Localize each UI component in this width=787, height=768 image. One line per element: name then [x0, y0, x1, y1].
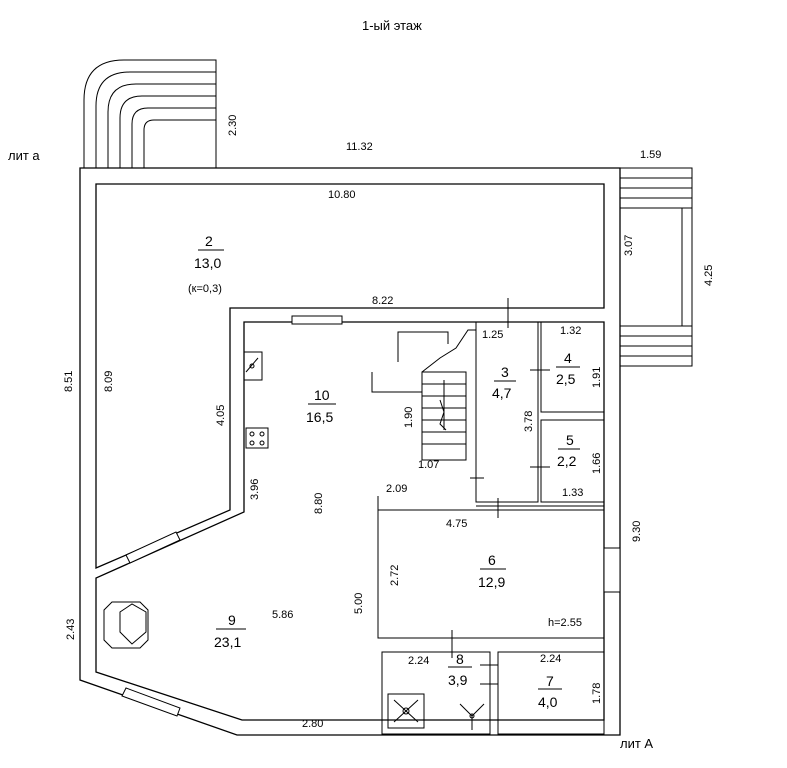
outer-walls [79, 167, 621, 736]
dim-10-80: 10.80 [328, 189, 356, 201]
windows [121, 315, 621, 717]
fireplace-icon [103, 601, 149, 649]
dim-1-91: 1.91 [591, 367, 603, 388]
label-lit-a-small: лит а [8, 148, 40, 163]
dim-1-66: 1.66 [591, 453, 603, 474]
dim-8-51: 8.51 [63, 371, 75, 392]
dim-5-86: 5.86 [272, 609, 293, 621]
dim-2-24-left: 2.24 [408, 655, 429, 667]
left-porch-steps [83, 59, 217, 168]
dim-1-78: 1.78 [591, 683, 603, 704]
room-3-area: 4,7 [492, 385, 512, 401]
fan-icon [459, 703, 485, 730]
dim-2-24-right: 2.24 [540, 653, 561, 665]
right-porch-steps [620, 167, 693, 367]
room-2-number: 2 [205, 233, 213, 249]
dim-4-05: 4.05 [215, 405, 227, 426]
stove-icon [245, 427, 269, 449]
dim-8-22: 8.22 [372, 295, 393, 307]
room-4-area: 2,5 [556, 371, 576, 387]
staircase [371, 329, 476, 461]
dim-1-59: 1.59 [640, 149, 661, 161]
room-9-area: 23,1 [214, 634, 241, 650]
sink-icon [243, 351, 263, 381]
dim-2-09: 2.09 [386, 483, 407, 495]
dim-5-00: 5.00 [353, 593, 365, 614]
room-4-number: 4 [564, 350, 572, 366]
room-5-area: 2,2 [557, 453, 577, 469]
dim-2-80: 2.80 [302, 718, 323, 730]
dim-1-07: 1.07 [418, 459, 439, 471]
dim-3-78: 3.78 [523, 411, 535, 432]
fixtures [103, 351, 485, 730]
room-7-number: 7 [546, 673, 554, 689]
dim-4-75: 4.75 [446, 518, 467, 530]
dim-3-07: 3.07 [623, 235, 635, 256]
dim-1-32: 1.32 [560, 325, 581, 337]
room-2-note: (к=0,3) [188, 283, 222, 295]
room-3-number: 3 [501, 364, 509, 380]
room-5-number: 5 [566, 432, 574, 448]
dim-11-32: 11.32 [346, 141, 373, 153]
label-lit-a-capital: лит А [620, 736, 653, 751]
dim-2-72: 2.72 [389, 565, 401, 586]
room-7-area: 4,0 [538, 694, 558, 710]
page-title: 1-ый этаж [362, 18, 422, 33]
dim-1-25: 1.25 [482, 329, 503, 341]
dim-9-30: 9.30 [631, 521, 643, 542]
dim-3-96: 3.96 [249, 479, 261, 500]
dim-1-90: 1.90 [403, 407, 415, 428]
room-10-number: 10 [314, 387, 330, 403]
room-6-note: h=2.55 [548, 617, 582, 629]
room-6-area: 12,9 [478, 574, 505, 590]
room-2-area: 13,0 [194, 255, 221, 271]
dim-8-80: 8.80 [313, 493, 325, 514]
room-fraction-bars [198, 249, 580, 690]
dim-8-09: 8.09 [103, 371, 115, 392]
boiler-icon [387, 693, 425, 729]
room-8-area: 3,9 [448, 672, 468, 688]
room-8-number: 8 [456, 651, 464, 667]
dim-2-30: 2.30 [227, 115, 239, 136]
dim-2-43: 2.43 [65, 619, 77, 640]
dim-1-33: 1.33 [562, 487, 583, 499]
room-9-number: 9 [228, 612, 236, 628]
dim-4-25: 4.25 [703, 265, 715, 286]
room-6-number: 6 [488, 552, 496, 568]
room-10-area: 16,5 [306, 409, 333, 425]
